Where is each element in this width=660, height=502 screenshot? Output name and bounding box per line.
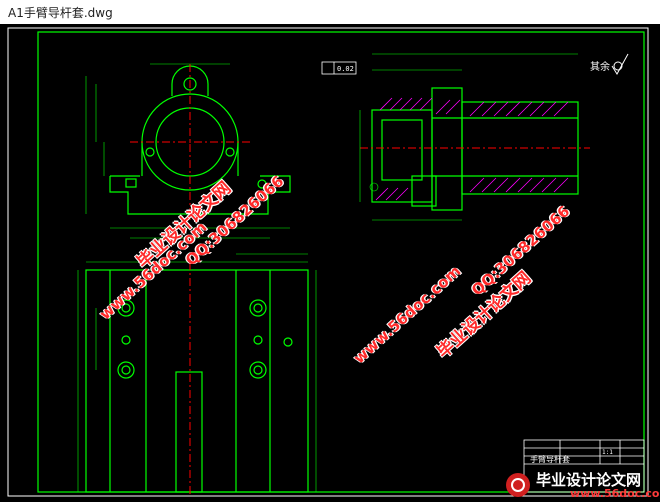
footer-brand: 毕业设计论文网 (536, 471, 642, 489)
side-view-hatch (375, 97, 569, 201)
cad-drawing[interactable]: 0.02 其余 (0, 24, 660, 502)
tolerance-frame (321, 61, 357, 75)
title-block-part-name: 手臂导杆套 (530, 454, 570, 464)
roughness-symbol (611, 53, 629, 75)
window-title: A1手臂导杆套.dwg (8, 6, 113, 20)
side-view-dimensions (359, 53, 578, 221)
plan-view-dimensions (77, 253, 317, 492)
tolerance-value: 0.02 (337, 65, 354, 73)
title-block (523, 439, 645, 493)
drawing-viewport[interactable]: 0.02 其余 (0, 24, 660, 502)
side-view (371, 87, 579, 211)
title-block-scale: 1:1 (602, 449, 613, 456)
roughness-note: 其余 (590, 60, 610, 73)
footer-site: www.56doc.com (570, 487, 660, 500)
plan-view (85, 269, 309, 493)
footer-watermark: 毕业设计论文网 www.56doc.com (500, 467, 660, 502)
brand-logo-icon (506, 473, 530, 497)
sheet-outer-border (7, 27, 649, 497)
front-view-centerlines (130, 64, 250, 220)
window-titlebar: A1手臂导杆套.dwg (0, 0, 660, 25)
sheet-inner-border (37, 31, 645, 493)
front-view-dimensions (85, 63, 290, 239)
